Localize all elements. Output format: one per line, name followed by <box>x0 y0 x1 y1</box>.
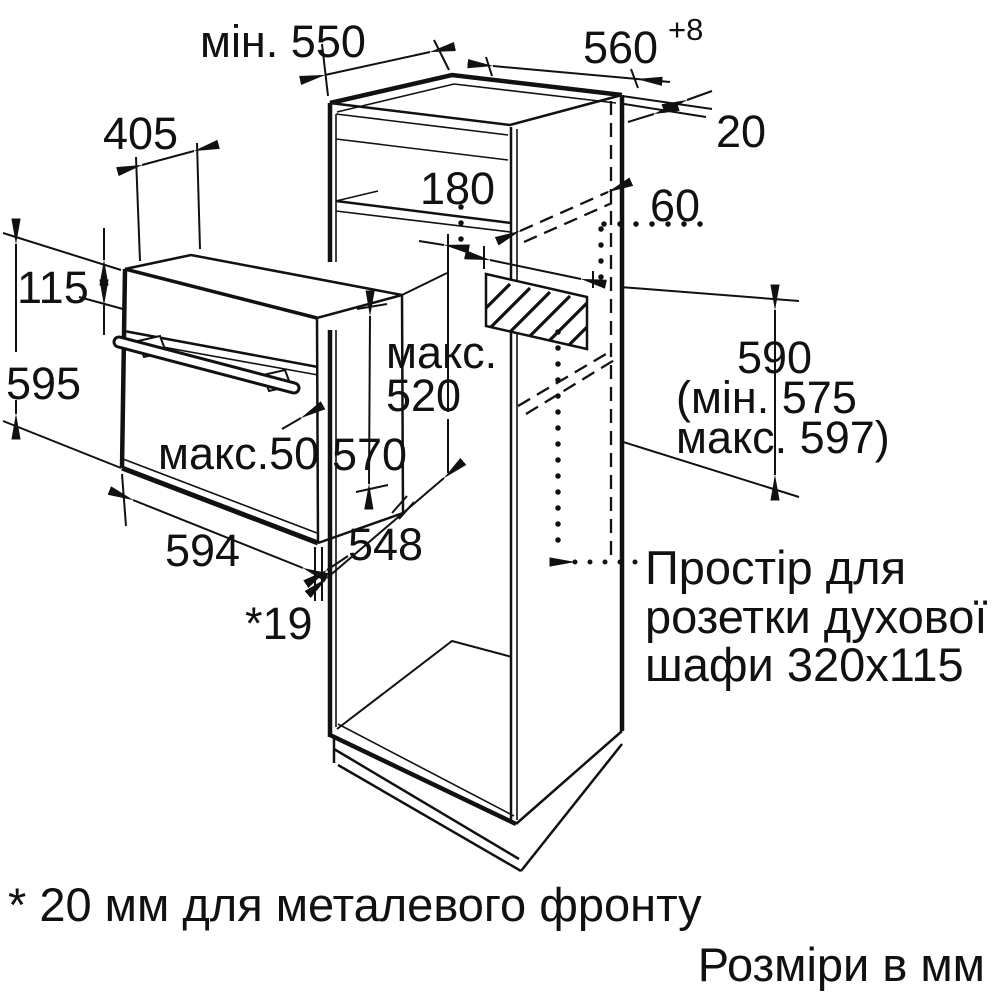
dim-60: 60 <box>650 180 700 231</box>
dim-19: *19 <box>245 598 313 649</box>
dim-20: 20 <box>716 106 766 157</box>
dim-570: 570 <box>332 429 407 480</box>
dimension-labels: мін. 550 560 +8 20 60 405 180 115 595 ма… <box>6 12 890 649</box>
dim-590-min: (мін. 575 <box>676 372 857 423</box>
dim-590: 590 <box>737 332 812 383</box>
cabinet-front-right-stile <box>509 127 518 822</box>
dim-520: 520 <box>386 370 461 421</box>
oven <box>112 253 448 546</box>
footnote-metal-front: * 20 мм для металевого фронту <box>8 878 702 931</box>
dim-594: 594 <box>165 525 240 576</box>
niche-height-reference-lines <box>619 286 800 498</box>
oven-handle <box>112 334 301 395</box>
dim-115: 115 <box>17 262 89 313</box>
dim-560: 560 <box>583 22 658 73</box>
socket-space-dotted-lines <box>458 204 713 559</box>
units-note: Розміри в мм <box>698 938 985 991</box>
dim-590-max: макс. 597) <box>676 412 890 463</box>
socket-note-line3: шафи 320x115 <box>645 638 964 691</box>
cabinet-outline <box>327 72 625 873</box>
socket-note-line2: розетки духової <box>645 590 987 643</box>
dim-560-tolerance: +8 <box>668 12 703 47</box>
dim-548: 548 <box>348 519 423 570</box>
dimension-lines <box>2 39 780 601</box>
dim-max-word: макс. <box>386 327 497 378</box>
dim-min-550: мін. 550 <box>200 16 366 67</box>
dim-595: 595 <box>6 358 81 409</box>
socket-hatch <box>484 272 589 351</box>
oven-front-face <box>122 269 318 543</box>
socket-note-line1: Простір для <box>645 541 906 594</box>
socket-note: Простір для розетки духової шафи 320x115 <box>645 541 987 691</box>
dim-180: 180 <box>420 163 495 214</box>
dim-max-50: макс.50 <box>158 428 319 479</box>
dim-405: 405 <box>103 108 178 159</box>
